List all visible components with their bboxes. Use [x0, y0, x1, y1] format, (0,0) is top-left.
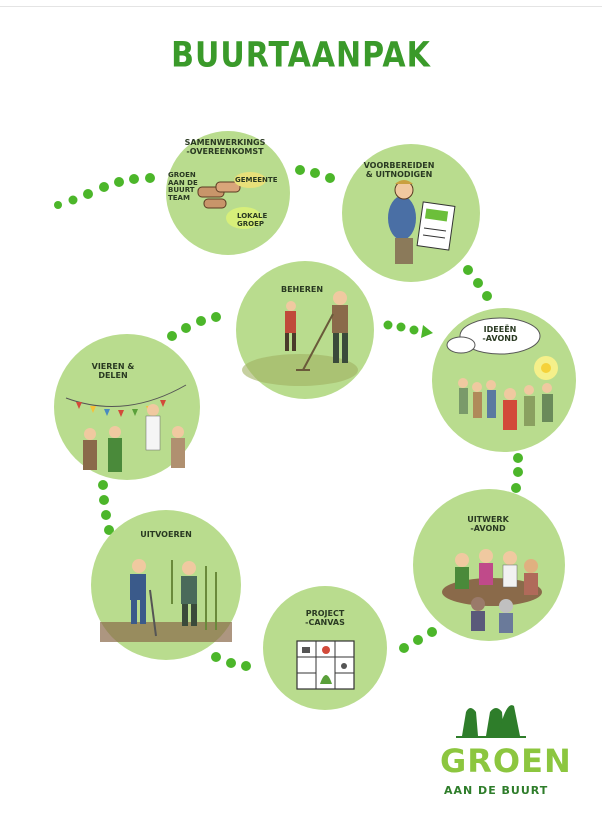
handshake-icon	[197, 181, 241, 209]
party-label-team: GROEN AAN DE BUURT TEAM	[168, 171, 198, 203]
step-label-maintain: BEHEREN	[280, 285, 324, 294]
step-label-project-canvas: PROJECT -CANVAS	[305, 609, 345, 628]
people-group	[458, 378, 553, 430]
step-label-agreement: SAMENWERKINGS -OVEREENKOMST	[184, 138, 266, 157]
thought-bubble	[459, 317, 541, 355]
top-divider	[0, 6, 602, 7]
planting-icon	[130, 559, 217, 637]
step-circle-maintain	[236, 261, 374, 399]
page-title: BUURTAANPAK	[171, 35, 431, 76]
step-label-preparation: VOORBEREIDEN & UITNODIGEN	[363, 161, 435, 180]
highlight-blob	[234, 172, 266, 188]
step-circle-idea-evening	[432, 308, 576, 452]
connector-dots	[54, 165, 523, 671]
raking-icon	[285, 291, 348, 371]
step-circle-celebrate	[54, 334, 200, 480]
meeting-icon	[442, 549, 542, 633]
step-circle-working-evening	[413, 489, 565, 641]
step-label-working-evening: UITWERK -AVOND	[467, 515, 509, 534]
celebration-icon	[65, 384, 187, 472]
step-circle-execute	[91, 510, 241, 660]
party-label-local-group: LOKALE GROEP	[237, 212, 268, 228]
step-label-idea-evening: IDEEËN -AVOND	[482, 325, 518, 344]
poster-icon	[388, 180, 456, 264]
step-circle-agreement	[166, 131, 290, 255]
step-circle-preparation	[342, 144, 480, 282]
logo-mark	[456, 705, 526, 738]
party-label-municipality: GEMEENTE	[235, 176, 278, 184]
step-circle-project-canvas	[263, 586, 387, 710]
lightbulb-icon	[534, 356, 558, 380]
canvas-icon	[296, 640, 355, 690]
logo-subtitle: AAN DE BUURT	[444, 784, 549, 797]
step-label-execute: UITVOEREN	[140, 530, 192, 539]
highlight-blob	[226, 207, 262, 229]
step-label-celebrate: VIEREN & DELEN	[91, 362, 135, 381]
logo-title: GROEN	[440, 742, 572, 780]
